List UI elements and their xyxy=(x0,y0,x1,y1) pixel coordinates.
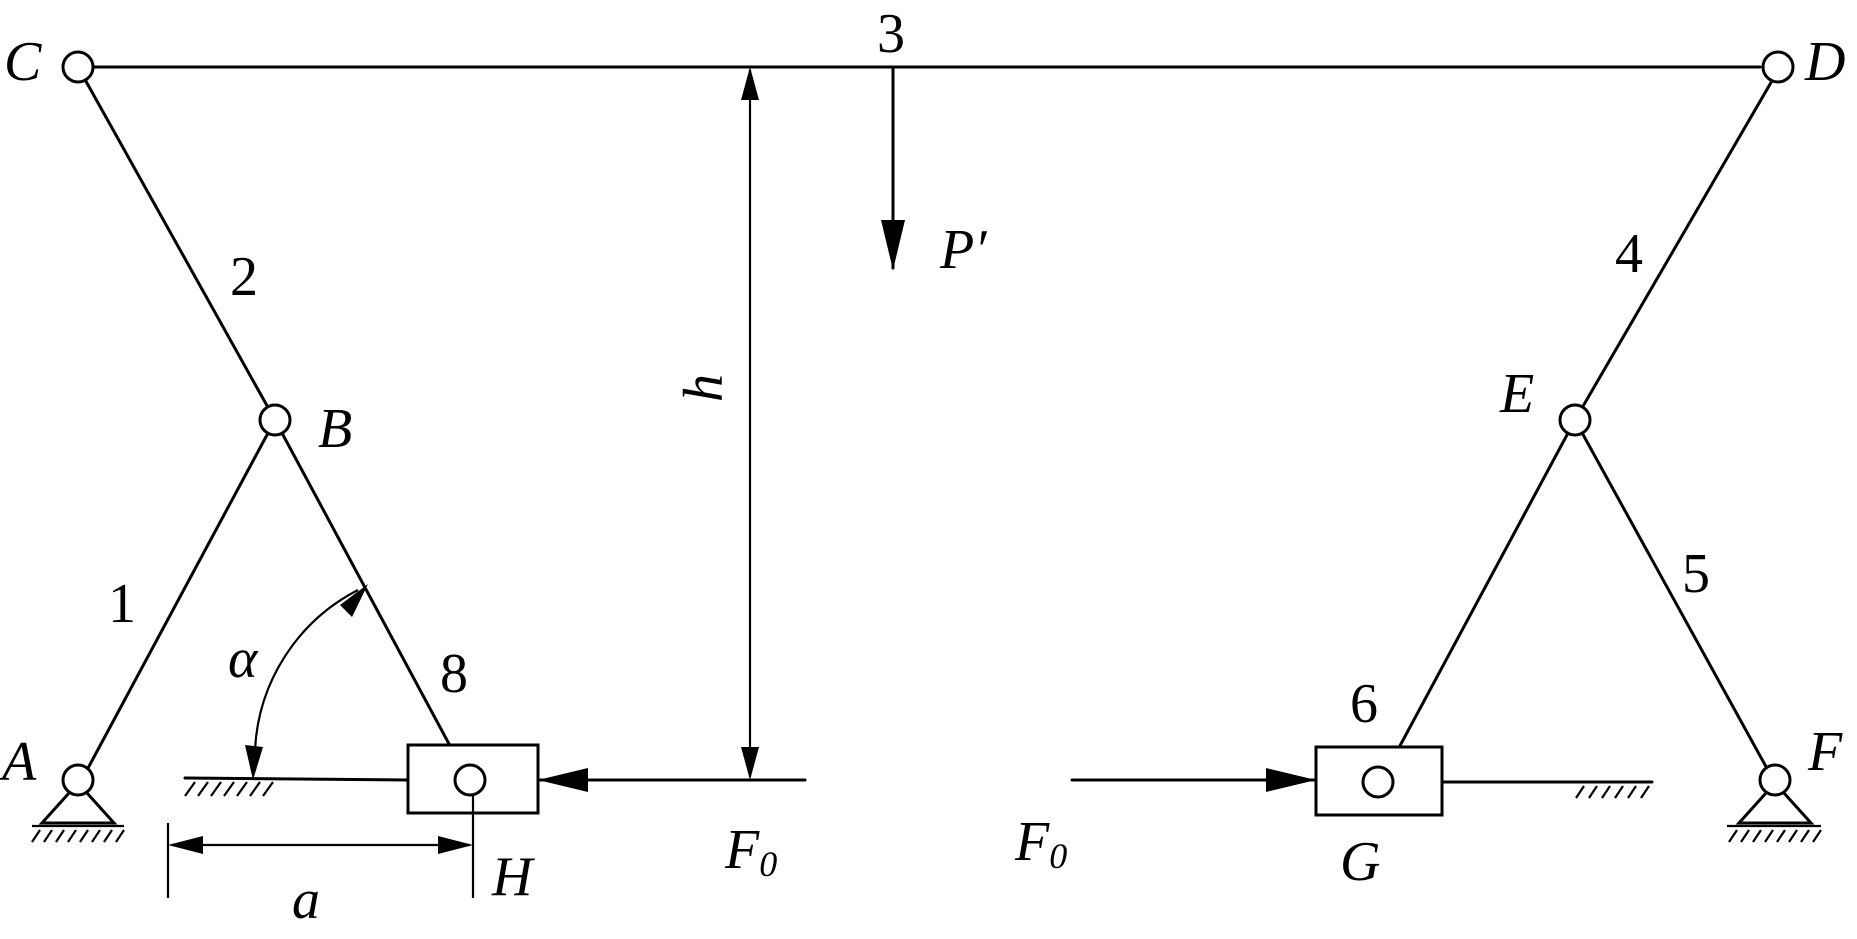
label-point-d: D xyxy=(1804,31,1845,93)
joint-c xyxy=(61,50,95,84)
left-guide-hatch xyxy=(184,781,274,797)
support-f xyxy=(1727,780,1822,843)
distance-arrow-left xyxy=(168,836,203,854)
joint-a xyxy=(61,763,95,797)
force-f0-right-symbol: F xyxy=(1014,811,1050,873)
force-f0-left-symbol: F xyxy=(724,819,760,881)
label-point-h: H xyxy=(491,846,535,908)
left-guide-line xyxy=(183,776,410,782)
label-height-h: h xyxy=(673,374,735,402)
label-point-g: G xyxy=(1340,831,1380,893)
label-load-p: P′ xyxy=(939,219,987,281)
joint-b xyxy=(258,403,292,437)
joint-g xyxy=(1361,765,1395,799)
angle-arrow-bottom xyxy=(245,745,263,780)
label-point-f: F xyxy=(1807,721,1843,783)
angle-arrow-top xyxy=(340,584,368,617)
member-2-link xyxy=(76,65,277,422)
joint-h xyxy=(453,763,487,797)
joint-f xyxy=(1758,763,1792,797)
label-member-3: 3 xyxy=(877,3,905,65)
label-member-5: 5 xyxy=(1682,543,1710,605)
force-f0-left-subscript: 0 xyxy=(759,844,777,884)
label-member-1: 1 xyxy=(108,573,136,635)
distance-arrow-right xyxy=(438,836,473,854)
label-distance-a: a xyxy=(292,869,320,931)
member-6-link xyxy=(1378,418,1577,785)
support-a xyxy=(31,780,125,843)
label-member-2: 2 xyxy=(230,246,258,308)
label-angle-alpha: α xyxy=(228,628,259,690)
label-force-f0-left: F0 xyxy=(724,819,777,884)
label-point-a: A xyxy=(0,731,37,793)
member-8-link xyxy=(273,418,472,785)
label-point-c: C xyxy=(4,31,42,93)
member-1-link xyxy=(78,418,277,785)
label-force-f0-right: F0 xyxy=(1014,811,1067,876)
member-5-link xyxy=(1573,418,1777,785)
joint-e xyxy=(1558,403,1592,437)
label-member-6: 6 xyxy=(1350,673,1378,735)
height-arrow-top xyxy=(741,67,759,100)
label-member-8: 8 xyxy=(440,643,468,705)
member-4-link xyxy=(1573,65,1782,422)
height-arrow-bottom xyxy=(741,747,759,780)
angle-alpha-arc xyxy=(253,589,359,751)
force-f0-right-subscript: 0 xyxy=(1049,836,1067,876)
label-point-b: B xyxy=(318,398,352,460)
joint-d xyxy=(1761,50,1795,84)
label-point-e: E xyxy=(1499,363,1534,425)
right-guide-hatch xyxy=(1575,785,1650,799)
label-member-4: 4 xyxy=(1615,223,1643,285)
